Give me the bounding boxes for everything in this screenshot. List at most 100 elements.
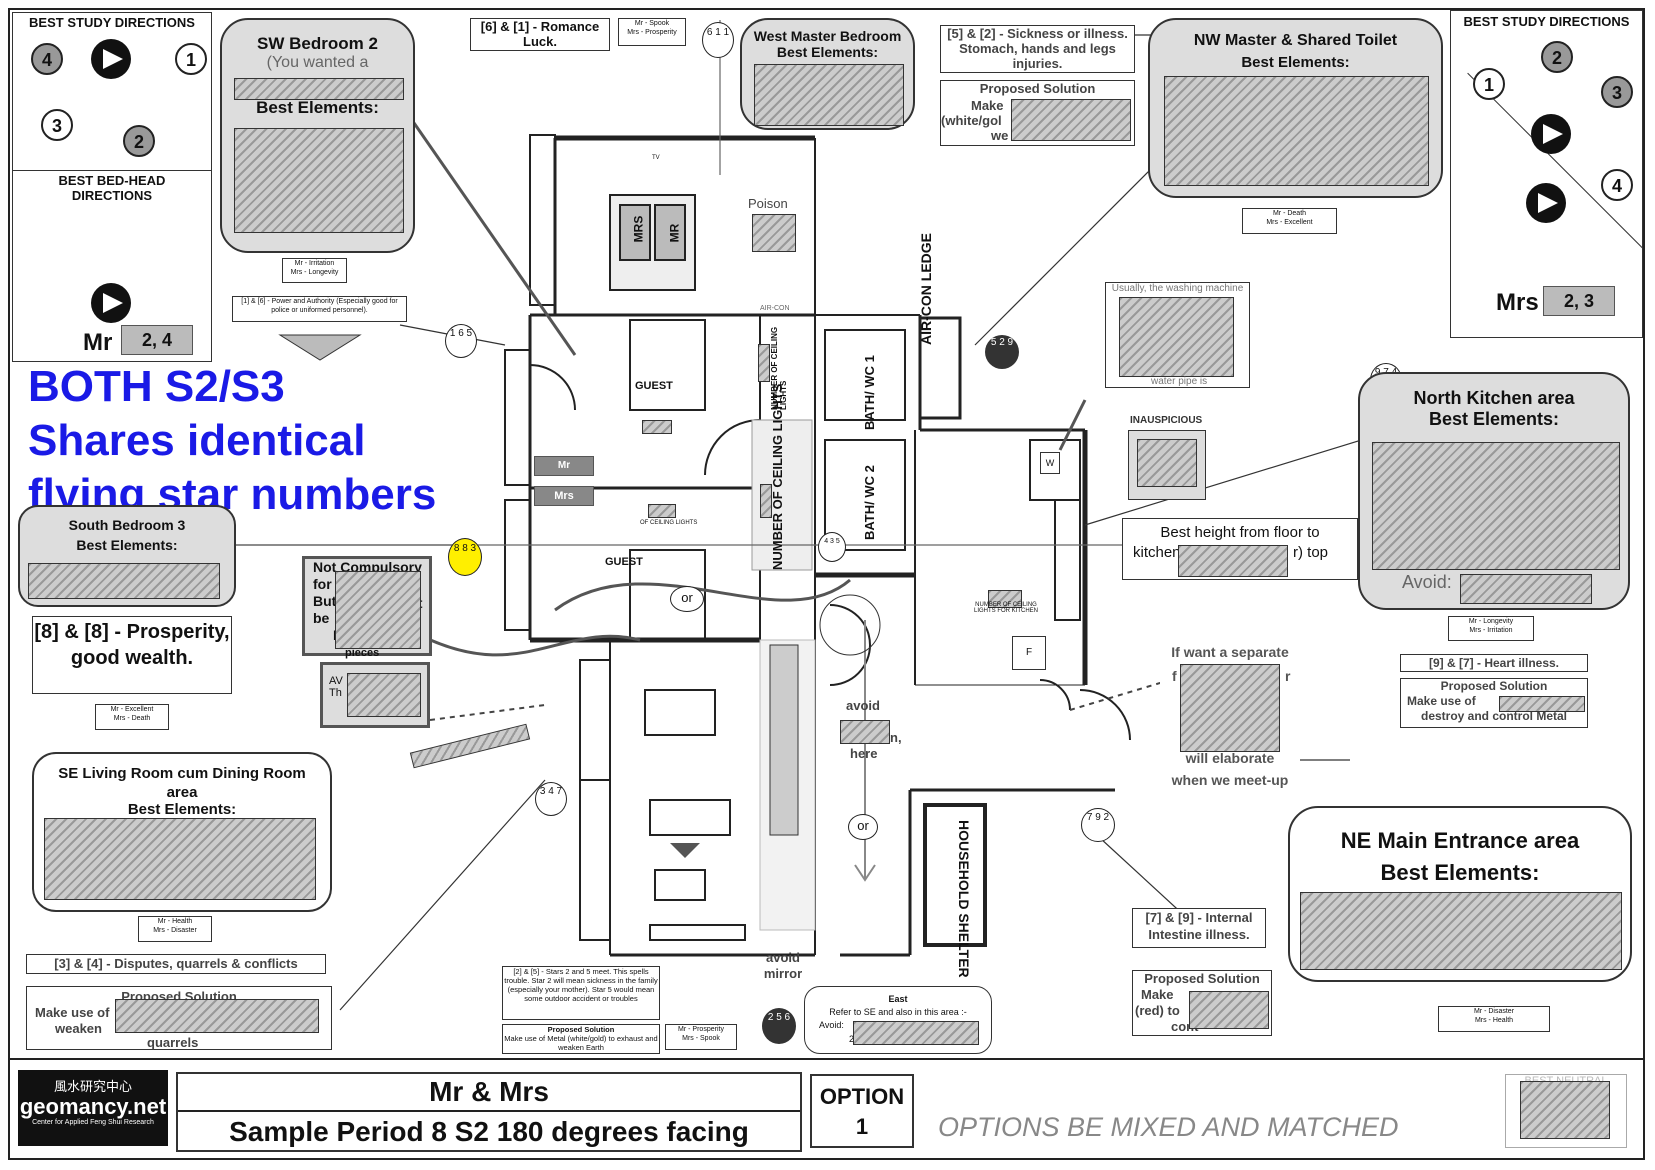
nw-master-title: NW Master & Shared Toilet bbox=[1193, 32, 1398, 49]
mrs-label: Mrs - Prosperity bbox=[627, 29, 677, 36]
footer-title-box: Mr & Mrs Sample Period 8 S2 180 degrees … bbox=[176, 1072, 802, 1152]
mr-label: Mr - Health bbox=[157, 918, 193, 925]
option-label: OPTION bbox=[819, 1084, 905, 1109]
plan-guest: GUEST bbox=[605, 556, 643, 568]
plan-tv: TV bbox=[652, 155, 660, 161]
solution-red: (red) to bbox=[1135, 1003, 1180, 1018]
romance-mr-mrs: Mr - Spook Mrs - Prosperity bbox=[618, 18, 686, 46]
se-living-best: Best Elements: bbox=[127, 801, 237, 818]
plan-guest: GUEST bbox=[635, 380, 673, 392]
note-line: If want a separate bbox=[1171, 644, 1289, 660]
south-bedroom-note: [8] & [8] - Prosperity, good wealth. bbox=[32, 616, 232, 694]
study-left-number: 4 bbox=[31, 43, 63, 75]
study-right-title: BEST STUDY DIRECTIONS bbox=[1463, 14, 1630, 29]
study-right-value: 2, 3 bbox=[1543, 286, 1615, 316]
solution-title: Proposed Solution bbox=[1144, 971, 1260, 986]
redacted-box bbox=[44, 818, 316, 900]
sw-bedroom-title: SW Bedroom 2 bbox=[257, 34, 378, 53]
study-directions-right: BEST STUDY DIRECTIONS 2 1 3 4 Mrs 2, 3 bbox=[1450, 10, 1643, 338]
study-right-number: 4 bbox=[1601, 169, 1633, 201]
stars25-mr-mrs: Mr - Prosperity Mrs - Spook bbox=[665, 1024, 737, 1050]
mrs-label: Mrs - Death bbox=[113, 715, 151, 722]
north-kitchen-note: [9] & [7] - Heart illness. bbox=[1400, 654, 1588, 672]
plan-label-mrs: MRS bbox=[631, 215, 646, 243]
study-right-number: 2 bbox=[1541, 41, 1573, 73]
west-master-best: Best Elements: bbox=[776, 44, 879, 60]
note-line: be bbox=[313, 610, 330, 626]
flying-star-529: 5 2 9 bbox=[985, 335, 1019, 369]
north-kitchen-card: North Kitchen area Best Elements: Avoid: bbox=[1358, 372, 1630, 610]
romance-note: [6] & [1] - Romance Luck. bbox=[470, 18, 610, 51]
north-kitchen-avoid: Avoid: bbox=[1402, 572, 1452, 592]
se-living-note: [3] & [4] - Disputes, quarrels & conflic… bbox=[26, 954, 326, 974]
plan-poison: Poison bbox=[748, 196, 788, 211]
note-line: for bbox=[313, 576, 332, 592]
study-right-person: Mrs bbox=[1496, 289, 1539, 316]
best-height-note: Best height from floor to kitchen r) top bbox=[1122, 518, 1358, 580]
footer-option: OPTION 1 bbox=[810, 1074, 914, 1148]
footer-divider bbox=[8, 1058, 1645, 1060]
plan-or: or bbox=[670, 586, 704, 612]
redacted-box bbox=[28, 563, 220, 599]
se-living-title: SE Living Room cum Dining Room area bbox=[58, 765, 306, 801]
ne-entrance-title: NE Main Entrance area bbox=[1340, 828, 1580, 853]
bedhead-value: 2, 4 bbox=[121, 325, 193, 355]
redacted-box bbox=[347, 673, 421, 717]
se-living-card: SE Living Room cum Dining Room area Best… bbox=[32, 752, 332, 912]
study-right-number: 3 bbox=[1601, 76, 1633, 108]
redacted-box bbox=[840, 720, 890, 744]
sw-bedroom-card: SW Bedroom 2 (You wanted a Best Elements… bbox=[220, 18, 415, 253]
redacted-box bbox=[1499, 696, 1585, 712]
solution-make: Make use of bbox=[1407, 694, 1476, 708]
east-two: 2 bbox=[849, 1034, 855, 1044]
redacted-box bbox=[1180, 664, 1280, 752]
solution-title: Proposed Solution bbox=[1440, 679, 1548, 693]
study-directions-left: BEST STUDY DIRECTIONS 4 1 3 2 bbox=[12, 12, 212, 172]
study-left-number: 3 bbox=[41, 109, 73, 141]
mrs-label: Mrs - Irritation bbox=[1469, 627, 1513, 634]
redacted-box bbox=[1520, 1081, 1610, 1139]
mr-label: Mr - Longevity bbox=[1468, 618, 1514, 625]
plan-household: HOUSEHOLD SHELTER bbox=[956, 820, 972, 978]
ne-entrance-mr-mrs: Mr - Disaster Mrs - Health bbox=[1438, 1006, 1550, 1032]
redacted-box bbox=[234, 128, 404, 233]
west-master-title: West Master Bedroom bbox=[753, 28, 902, 44]
solution-make: Make use of bbox=[35, 1005, 110, 1020]
east-text: Refer to SE and also in this area :- bbox=[829, 1007, 967, 1017]
redacted-box bbox=[1460, 574, 1592, 604]
redacted-box bbox=[115, 999, 319, 1033]
best-height-line: Best height from floor to bbox=[1160, 524, 1320, 541]
washing-top: Usually, the washing machine bbox=[1111, 283, 1244, 294]
redacted-box bbox=[1372, 442, 1620, 570]
se-living-mr-mrs: Mr - Health Mrs - Disaster bbox=[138, 916, 212, 942]
redacted-box bbox=[1164, 76, 1429, 186]
logo-text: geomancy.net bbox=[19, 1094, 167, 1119]
flying-star-611: 6 1 1 bbox=[702, 22, 734, 58]
option-number: 1 bbox=[855, 1114, 869, 1139]
south-bedroom-mr-mrs: Mr - Excellent Mrs - Death bbox=[95, 704, 169, 730]
solution-quarrels: quarrels bbox=[147, 1035, 199, 1050]
study-left-title: BEST STUDY DIRECTIONS bbox=[29, 15, 195, 30]
inauspicious-box bbox=[1128, 430, 1206, 500]
note-line: Th bbox=[329, 687, 342, 699]
mrs-label: Mrs - Disaster bbox=[153, 927, 197, 934]
south-bedroom-best: Best Elements: bbox=[76, 537, 178, 553]
redacted-box bbox=[754, 64, 904, 126]
sickness-note: [5] & [2] - Sickness or illness. Stomach… bbox=[940, 25, 1135, 73]
plan-label-mr: MR bbox=[667, 223, 682, 243]
solution-we: we bbox=[991, 128, 1009, 143]
footer-logo: 風水研究中心 geomancy.net Center for Applied F… bbox=[18, 1070, 168, 1146]
sickness-solution: Proposed Solution Make (white/gol we bbox=[940, 80, 1135, 146]
footer-mixed: OPTIONS BE MIXED AND MATCHED bbox=[938, 1112, 1399, 1142]
sw-bedroom-note: [1] & [6] - Power and Authority (Especia… bbox=[232, 296, 407, 322]
east-card: East Refer to SE and also in this area :… bbox=[804, 986, 992, 1054]
north-kitchen-solution: Proposed Solution Make use of destroy an… bbox=[1400, 678, 1588, 728]
av-note: AV Th bbox=[320, 662, 430, 728]
plan-bath1: BATH/ WC 1 bbox=[862, 355, 877, 430]
redacted-box bbox=[648, 504, 676, 518]
footer-title2: Sample Period 8 S2 180 degrees facing bbox=[229, 1116, 749, 1147]
separate-note: If want a separate f r will elaborate wh… bbox=[1160, 640, 1300, 790]
solution-destroy: destroy and control Metal bbox=[1420, 709, 1568, 723]
sw-bedroom-best: Best Elements: bbox=[256, 98, 379, 117]
logo-cn: 風水研究中心 bbox=[53, 1079, 132, 1094]
